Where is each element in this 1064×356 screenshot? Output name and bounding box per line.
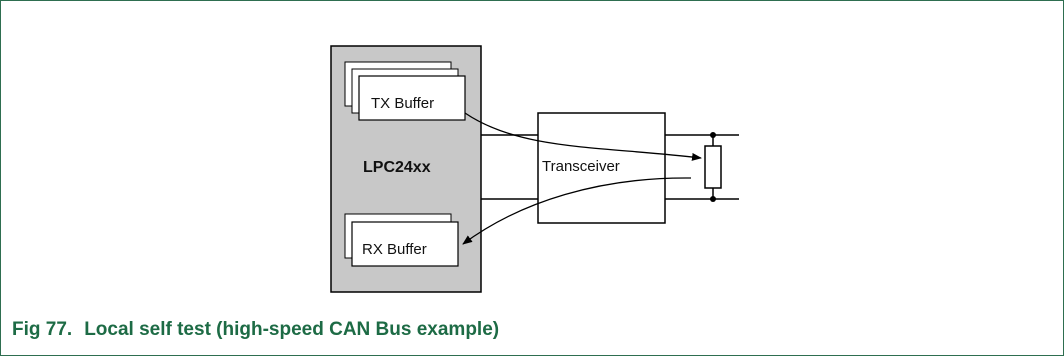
transceiver-label: Transceiver [542, 158, 620, 175]
rx-buffer-stack: RX Buffer [344, 213, 459, 267]
chip-label: LPC24xx [363, 159, 431, 176]
termination-resistor [704, 132, 722, 202]
tx-buffer-box [358, 75, 466, 121]
tx-buffer-stack: TX Buffer [344, 61, 466, 121]
tx-buffer-label: TX Buffer [371, 95, 434, 112]
figure-caption: Fig 77. Local self test (high-speed CAN B… [12, 319, 499, 341]
can-self-test-diagram: LPC24xx TX Buffer RX Buffer Transceiver [330, 45, 739, 293]
transceiver-block [537, 112, 666, 224]
rx-buffer-label: RX Buffer [362, 241, 427, 258]
rx-signal-path-arrow [462, 177, 692, 245]
figure-number: Fig 77. [12, 319, 73, 340]
tx-signal-path-arrow [464, 112, 702, 161]
rx-buffer-box [351, 221, 459, 267]
figure-caption-text: Local self test (high-speed CAN Bus exam… [84, 319, 500, 340]
